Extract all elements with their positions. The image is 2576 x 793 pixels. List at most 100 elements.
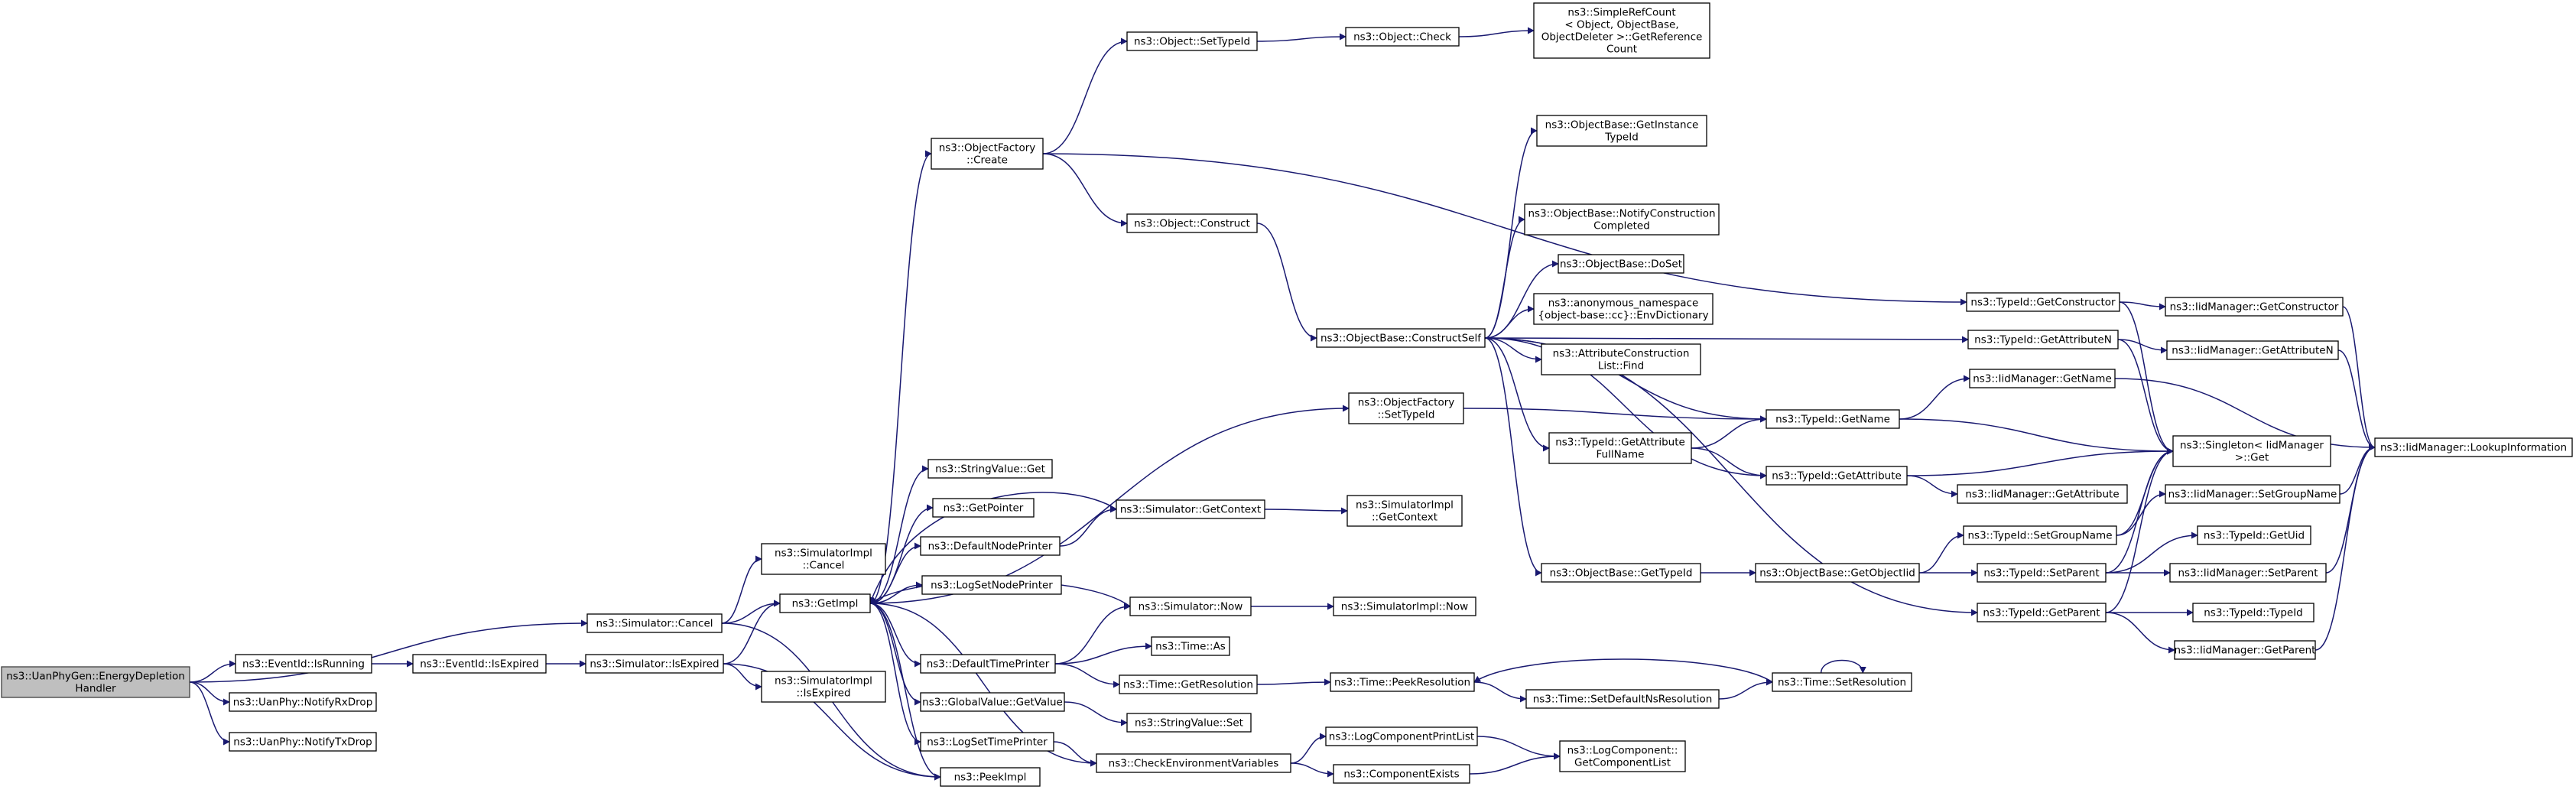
node-label: ns3::IidManager::LookupInformation [2380, 442, 2567, 454]
node-label: ns3::TypeId::SetParent [1983, 567, 2099, 580]
node-getimpl[interactable]: ns3::GetImpl [779, 593, 871, 613]
edge-ob-constructself-to-envdict [1484, 305, 1535, 339]
node-iid-getconstructor[interactable]: ns3::IidManager::GetConstructor [2165, 297, 2344, 317]
node-strval-get[interactable]: ns3::StringValue::Get [927, 459, 1053, 479]
node-gv-getvalue[interactable]: ns3::GlobalValue::GetValue [920, 692, 1065, 712]
node-box [1541, 563, 1701, 583]
edge-tid-getconstructor-to-iid-getconstructor [2119, 301, 2166, 310]
node-logcomp-getlist[interactable]: ns3::LogComponent::GetComponentList [1559, 740, 1686, 772]
node-sim-getcontext[interactable]: ns3::Simulator::GetContext [1116, 499, 1265, 519]
node-label: ns3::ObjectBase::DoSet [1560, 258, 1682, 271]
node-iid-setgroupname[interactable]: ns3::IidManager::SetGroupName [2165, 484, 2340, 504]
node-logsetnodeprinter[interactable]: ns3::LogSetNodePrinter [921, 575, 1062, 595]
node-tid-getconstructor[interactable]: ns3::TypeId::GetConstructor [1966, 292, 2120, 312]
node-tid-getparent[interactable]: ns3::TypeId::GetParent [1977, 603, 2107, 622]
node-label: ns3::SimulatorImpl [775, 548, 872, 560]
node-iid-getparent[interactable]: ns3::IidManager::GetParent [2174, 640, 2316, 660]
node-ob-constructself[interactable]: ns3::ObjectBase::ConstructSelf [1316, 328, 1486, 348]
node-checkenv[interactable]: ns3::CheckEnvironmentVariables [1096, 753, 1291, 773]
node-sim-cancel[interactable]: ns3::Simulator::Cancel [586, 613, 723, 633]
node-time-setdefns[interactable]: ns3::Time::SetDefaultNsResolution [1525, 689, 1720, 709]
node-box [2165, 297, 2344, 317]
edge-compexists-to-logcomp-getlist [1469, 752, 1561, 775]
node-iid-getname[interactable]: ns3::IidManager::GetName [1969, 369, 2116, 388]
node-ob-gettypeid[interactable]: ns3::ObjectBase::GetTypeId [1541, 563, 1701, 583]
node-peekimpl[interactable]: ns3::PeekImpl [940, 767, 1041, 787]
node-box [1533, 2, 1710, 59]
node-strval-set[interactable]: ns3::StringValue::Set [1126, 713, 1252, 733]
node-tid-typeid[interactable]: ns3::TypeId::TypeId [2192, 603, 2315, 622]
node-label: ns3::Simulator::Now [1139, 601, 1243, 613]
node-tid-getname[interactable]: ns3::TypeId::GetName [1766, 409, 1900, 429]
node-srcount[interactable]: ns3::SimpleRefCount< Object, ObjectBase,… [1533, 2, 1710, 59]
node-box [1533, 293, 1714, 325]
node-box [1548, 432, 1692, 464]
node-time-as[interactable]: ns3::Time::As [1151, 636, 1230, 656]
node-compexists[interactable]: ns3::ComponentExists [1333, 764, 1470, 784]
edge-tid-getname-to-iid-getname [1899, 375, 1970, 420]
node-tid-getuid[interactable]: ns3::TypeId::GetUid [2197, 525, 2311, 545]
node-tid-setgroupname[interactable]: ns3::TypeId::SetGroupName [1963, 525, 2117, 545]
node-label: ns3::Object::Check [1353, 31, 1451, 44]
edge-getimpl-to-of-create [869, 150, 932, 604]
node-envdict[interactable]: ns3::anonymous_namespace{object-base::cc… [1533, 293, 1714, 325]
node-label: FullName [1597, 449, 1645, 461]
edge-checkenv-to-logcompprintlist [1290, 733, 1327, 764]
edge-checkenv-to-compexists [1290, 762, 1334, 778]
node-iid-setparent[interactable]: ns3::IidManager::SetParent [2169, 563, 2327, 583]
node-iid-getattribute[interactable]: ns3::IidManager::GetAttribute [1957, 484, 2128, 504]
node-box [1330, 672, 1475, 692]
node-tid-getattribute[interactable]: ns3::TypeId::GetAttribute [1766, 466, 1908, 486]
node-sim-isexp[interactable]: ns3::Simulator::IsExpired [585, 654, 724, 674]
node-simimpl-now[interactable]: ns3::SimulatorImpl::Now [1333, 596, 1476, 616]
node-tid-getattrn[interactable]: ns3::TypeId::GetAttributeN [1967, 330, 2119, 349]
node-getpointer[interactable]: ns3::GetPointer [932, 498, 1035, 518]
node-deftimeprinter[interactable]: ns3::DefaultTimePrinter [920, 654, 1056, 674]
node-simimpl-getcontext[interactable]: ns3::SimulatorImpl::GetContext [1346, 495, 1463, 527]
node-box [761, 543, 886, 575]
node-iid-lookup[interactable]: ns3::IidManager::LookupInformation [2374, 437, 2573, 457]
node-of-settypeid[interactable]: ns3::ObjectFactory::SetTypeId [1348, 392, 1464, 424]
node-defnodeprinter[interactable]: ns3::DefaultNodePrinter [920, 536, 1061, 556]
edge-root-to-sim-cancel [189, 619, 588, 683]
node-time-getres[interactable]: ns3::Time::GetResolution [1119, 674, 1258, 694]
node-label: ns3::Time::As [1155, 641, 1226, 653]
node-notify-tx[interactable]: ns3::UanPhy::NotifyTxDrop [229, 732, 377, 752]
node-logsettimeprinter[interactable]: ns3::LogSetTimePrinter [920, 732, 1054, 752]
node-obj-construct[interactable]: ns3::Object::Construct [1126, 213, 1258, 233]
node-logcompprintlist[interactable]: ns3::LogComponentPrintList [1325, 726, 1478, 746]
edge-iid-setparent-to-iid-lookup [2325, 444, 2376, 574]
edge-getimpl-to-peekimpl [869, 603, 941, 781]
node-ob-doset[interactable]: ns3::ObjectBase::DoSet [1558, 254, 1684, 274]
node-simimpl-isexp[interactable]: ns3::SimulatorImpl::IsExpired [761, 671, 886, 703]
node-ob-notifyconst[interactable]: ns3::ObjectBase::NotifyConstructionCompl… [1524, 203, 1720, 236]
node-box [1558, 254, 1684, 274]
node-iid-getattrn[interactable]: ns3::IidManager::GetAttributeN [2166, 340, 2339, 360]
node-box [927, 459, 1053, 479]
node-ob-getobjtid[interactable]: ns3::ObjectBase::GetObjectIid [1755, 563, 1920, 583]
node-box [1963, 525, 2117, 545]
node-eid-exp[interactable]: ns3::EventId::IsExpired [412, 654, 547, 674]
node-simimpl-cancel[interactable]: ns3::SimulatorImpl::Cancel [761, 543, 886, 575]
edge-tid-getattribute-to-singleton-get [1906, 447, 2174, 476]
node-singleton-get[interactable]: ns3::Singleton< IidManager>::Get [2172, 435, 2331, 467]
node-box [1966, 292, 2120, 312]
node-time-peekres[interactable]: ns3::Time::PeekResolution [1330, 672, 1475, 692]
node-box [1348, 392, 1464, 424]
node-label: ns3::DefaultNodePrinter [928, 541, 1053, 553]
node-tid-setparent[interactable]: ns3::TypeId::SetParent [1977, 563, 2107, 583]
node-obj-check[interactable]: ns3::Object::Check [1345, 27, 1460, 47]
node-label: ns3::SimpleRefCount [1567, 7, 1675, 19]
node-label: ::GetContext [1372, 512, 1437, 524]
node-sim-now[interactable]: ns3::Simulator::Now [1129, 596, 1252, 616]
node-obj-settypeid[interactable]: ns3::Object::SetTypeId [1126, 31, 1258, 51]
node-of-create[interactable]: ns3::ObjectFactory::Create [931, 138, 1044, 170]
node-label: ns3::Time::SetResolution [1778, 677, 1906, 689]
node-eid-run[interactable]: ns3::EventId::IsRunning [235, 654, 372, 674]
node-notify-rx[interactable]: ns3::UanPhy::NotifyRxDrop [229, 692, 377, 712]
node-time-setres[interactable]: ns3::Time::SetResolution [1772, 672, 1912, 692]
